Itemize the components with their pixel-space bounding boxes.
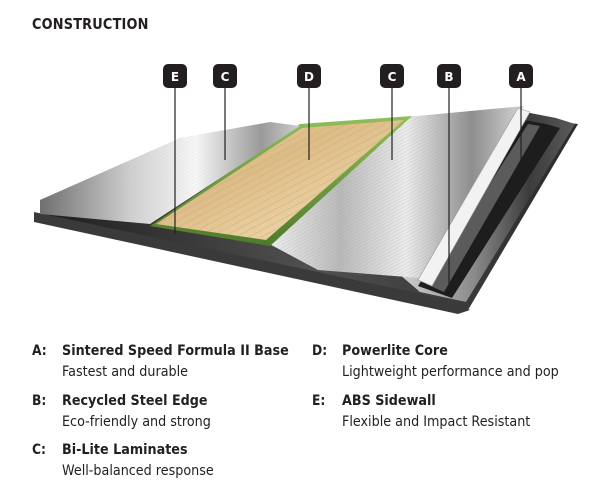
legend-desc: Well-balanced response [62,463,214,479]
badge-d: D [297,64,321,88]
leader-lines [174,88,522,290]
legend-letter: D: [312,343,328,359]
legend-name: Powerlite Core [342,343,448,359]
legend-letter: C: [32,442,46,458]
svg-text:A: A [516,70,526,84]
svg-text:C: C [221,70,230,84]
svg-text:B: B [444,70,453,84]
legend-desc: Eco-friendly and strong [62,414,211,430]
legend-item-e: E: ABS Sidewall Flexible and Impact Resi… [312,393,602,435]
legend-name: Sintered Speed Formula II Base [62,343,289,359]
laminate-right-roll [417,107,531,287]
badge-e: E [163,64,187,88]
legend-desc: Fastest and durable [62,364,189,380]
legend-letter: B: [32,393,47,409]
svg-text:E: E [171,70,179,84]
legend-letter: E: [312,393,326,409]
legend-desc: Lightweight performance and pop [342,364,559,380]
svg-text:D: D [304,70,314,84]
legend-desc: Flexible and Impact Resistant [342,414,531,430]
legend-item-c: C: Bi-Lite Laminates Well-balanced respo… [32,442,302,484]
legend-name: Recycled Steel Edge [62,393,208,409]
page-title: CONSTRUCTION [32,15,149,33]
construction-diagram: E C D C B A [34,64,578,314]
base-edge [34,212,470,314]
legend-item-d: D: Powerlite Core Lightweight performanc… [312,343,602,385]
badge-c-left: C [213,64,237,88]
badge-a: A [509,64,533,88]
legend-name: ABS Sidewall [342,393,436,409]
legend-item-b: B: Recycled Steel Edge Eco-friendly and … [32,393,302,435]
legend-name: Bi-Lite Laminates [62,442,188,458]
legend-letter: A: [32,343,47,359]
badge-b: B [437,64,461,88]
legend-item-a: A: Sintered Speed Formula II Base Fastes… [32,343,302,385]
badge-c-right: C [380,64,404,88]
svg-text:C: C [388,70,397,84]
